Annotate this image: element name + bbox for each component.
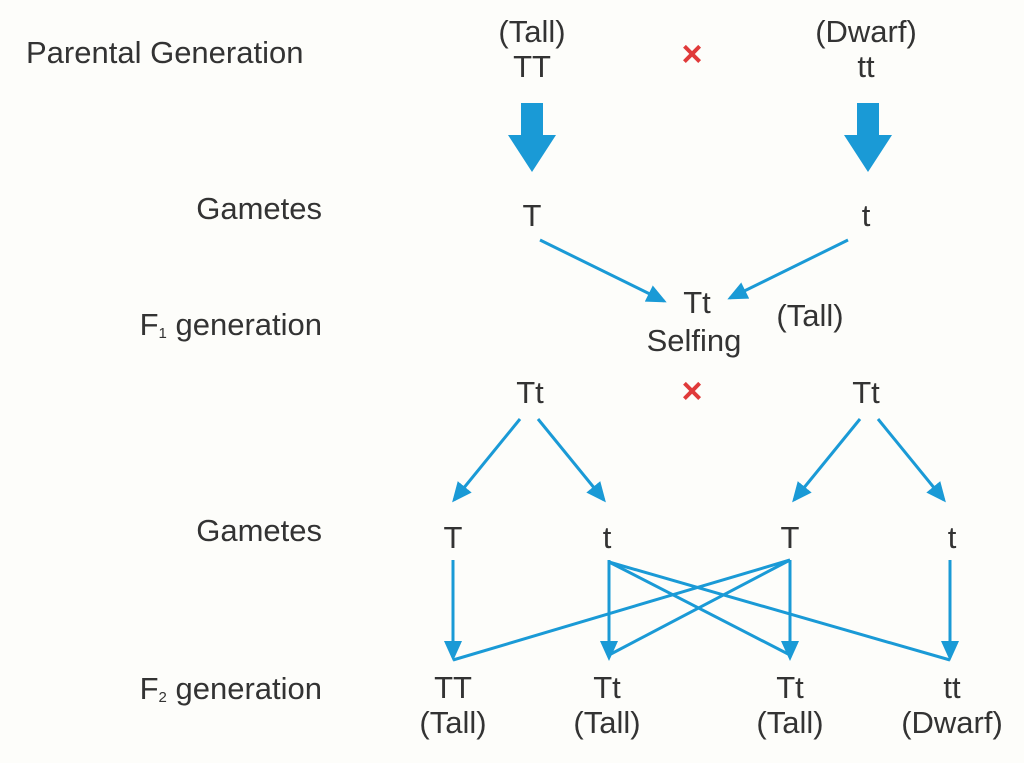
parent-right-genotype: tt bbox=[857, 49, 875, 84]
row-label-parental: Parental Generation bbox=[26, 35, 304, 70]
parent-left-thick-arrow bbox=[508, 103, 556, 172]
gamete-left: T bbox=[522, 198, 542, 233]
f2-1-genotype: TT bbox=[434, 670, 472, 705]
parent-right-phenotype: (Dwarf) bbox=[815, 14, 917, 49]
f1-left-to-gamete-2-arrow bbox=[536, 418, 606, 503]
f1-genotype: Tt bbox=[683, 285, 711, 320]
gamete-right: t bbox=[861, 198, 871, 233]
f2-4-genotype: tt bbox=[943, 670, 961, 705]
parent-left-phenotype: (Tall) bbox=[498, 14, 566, 49]
gamete-2-3: T bbox=[780, 520, 800, 555]
row-label-f2: F2 generation bbox=[139, 671, 322, 706]
f2-2-genotype: Tt bbox=[593, 670, 621, 705]
gamete-2-4: t bbox=[947, 520, 957, 555]
f2-2-phenotype: (Tall) bbox=[573, 705, 641, 740]
f1-right-to-gamete-4-arrow bbox=[876, 418, 946, 503]
gamete-2-to-f2-4-line bbox=[608, 560, 951, 662]
f1-cross-right: Tt bbox=[852, 375, 880, 410]
row-label-gametes-2: Gametes bbox=[196, 513, 322, 548]
gamete-right-to-f1-arrow bbox=[727, 238, 849, 300]
f1-phenotype: (Tall) bbox=[776, 298, 844, 333]
f1-selfing-label: Selfing bbox=[646, 323, 742, 358]
gamete-2-1: T bbox=[443, 520, 463, 555]
f2-1-phenotype: (Tall) bbox=[419, 705, 487, 740]
row-label-f1: F1 generation bbox=[139, 307, 322, 342]
gamete-3-to-f2-1-line bbox=[452, 558, 791, 662]
f1-right-to-gamete-3-arrow bbox=[792, 418, 862, 503]
gamete-left-to-f1-arrow bbox=[539, 238, 667, 303]
f2-4-phenotype: (Dwarf) bbox=[901, 705, 1003, 740]
parent-left-genotype: TT bbox=[513, 49, 551, 84]
f2-3-phenotype: (Tall) bbox=[756, 705, 824, 740]
parent-cross-symbol: × bbox=[681, 33, 703, 74]
f1-left-to-gamete-1-arrow bbox=[452, 418, 522, 503]
parent-right-thick-arrow bbox=[844, 103, 892, 172]
gamete-2-to-f2-3-line bbox=[608, 560, 791, 657]
row-label-gametes-1: Gametes bbox=[196, 191, 322, 226]
f1-cross-symbol: × bbox=[681, 370, 703, 411]
gamete-2-2: t bbox=[602, 520, 612, 555]
f1-cross-left: Tt bbox=[516, 375, 544, 410]
f2-3-genotype: Tt bbox=[776, 670, 804, 705]
